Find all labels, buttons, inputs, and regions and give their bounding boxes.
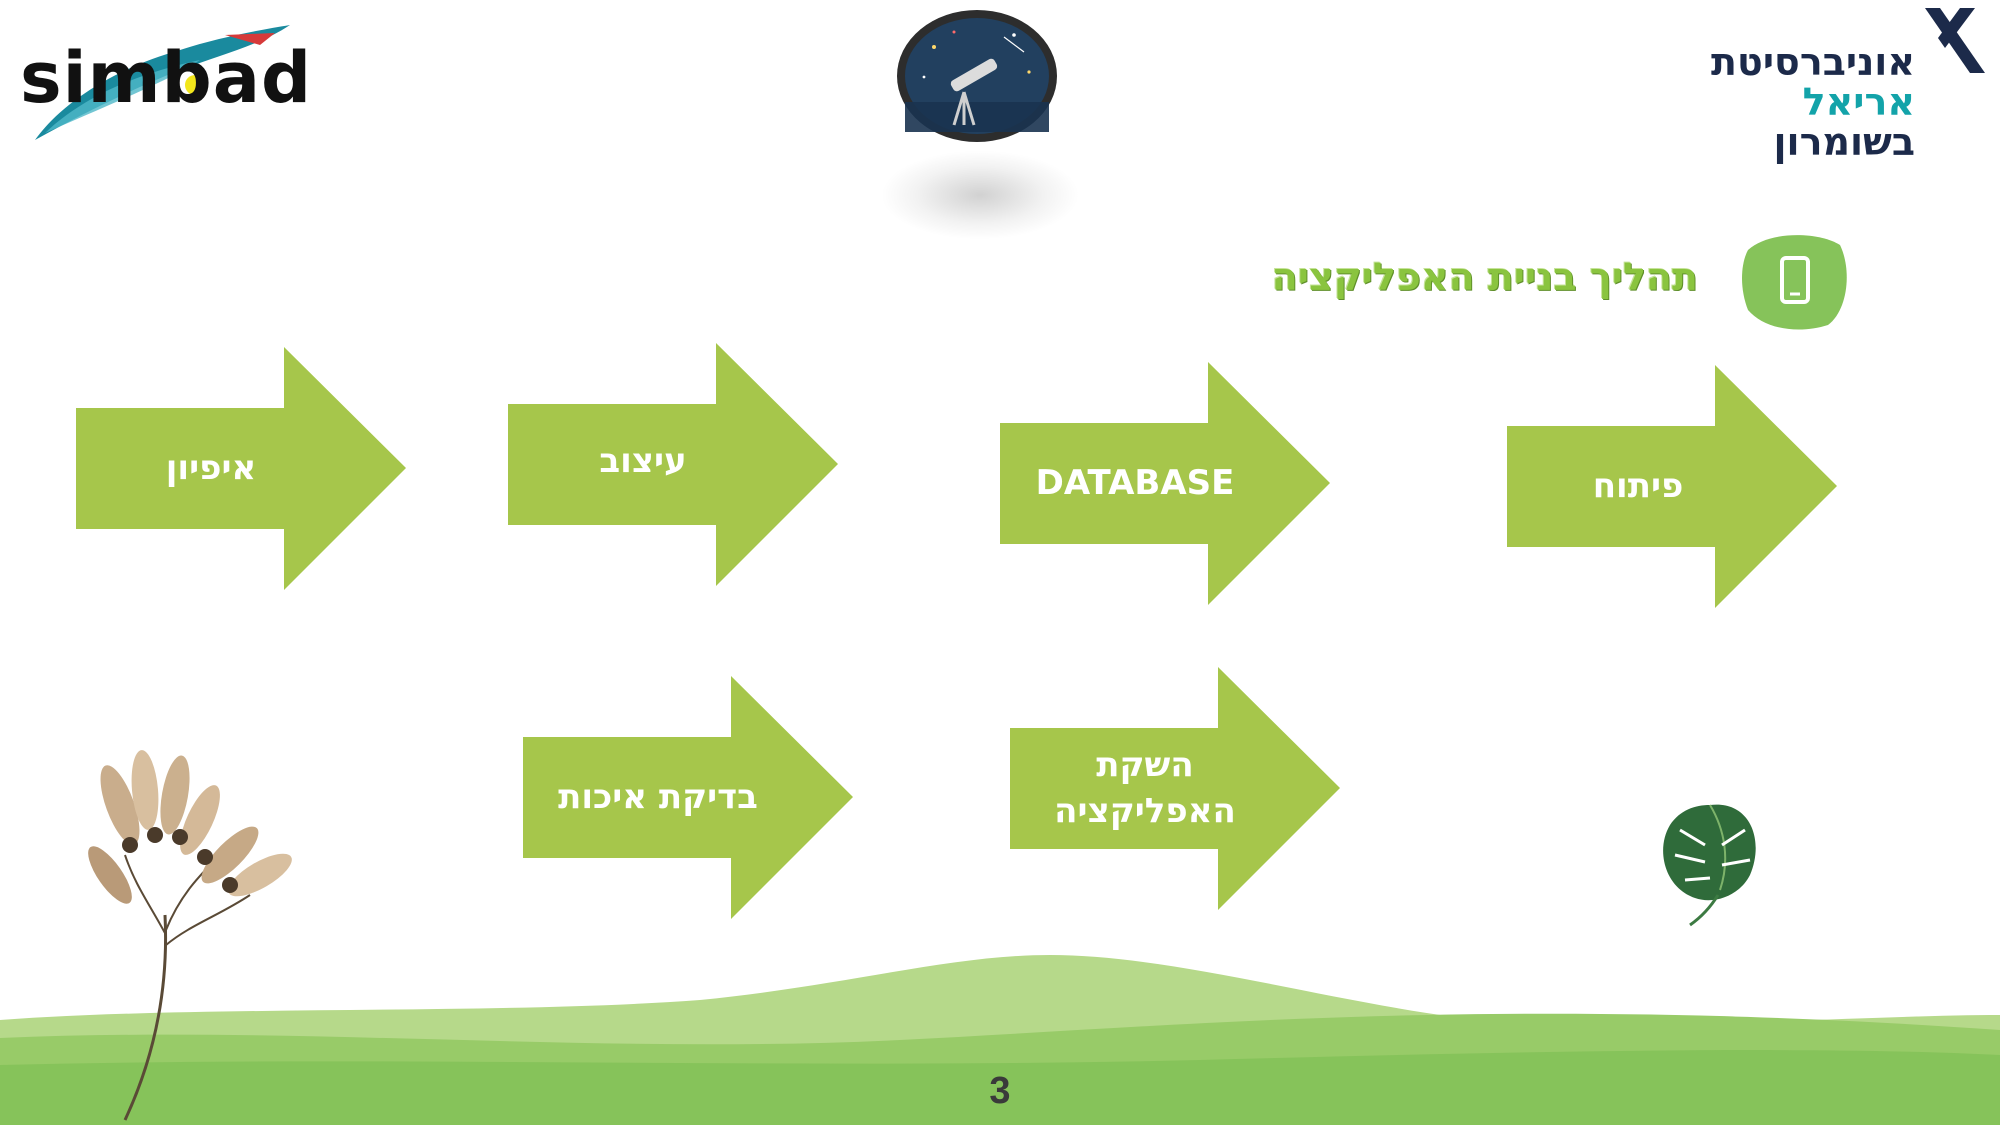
badge-shadow	[880, 150, 1080, 240]
step-label-database: DATABASE	[1035, 462, 1235, 503]
dried-seed-branch-icon	[80, 745, 300, 1125]
university-name-line-2: אריאל	[1802, 80, 1915, 124]
page-number: 3	[989, 1070, 1011, 1112]
step-arrow-database: DATABASE	[1000, 362, 1330, 605]
step-arrow-design: עיצוב	[508, 343, 838, 586]
ariel-university-logo: אוניברסיטת אריאל בשומרון	[1700, 5, 1990, 165]
step-label-development: פיתוח	[1592, 465, 1684, 506]
step-arrow-development: פיתוח	[1507, 365, 1837, 608]
university-name-line-1: אוניברסיטת	[1711, 40, 1915, 84]
mobile-phone-icon	[1740, 230, 1850, 332]
step-label-quality-check: בדיקת איכות	[558, 776, 758, 817]
simbad-swoosh-icon	[35, 25, 290, 140]
step-arrow-quality-check: בדיקת איכות	[523, 676, 853, 919]
university-name-line-3: בשומרון	[1773, 120, 1916, 164]
green-hills-background	[0, 955, 2000, 1125]
step-label-specification: איפיון	[165, 447, 257, 488]
step-arrow-specification: איפיון	[76, 347, 406, 590]
step-label-design: עיצוב	[599, 440, 687, 481]
section-title: תהליך בניית האפליקציה	[1271, 255, 1698, 299]
step-arrow-launch: השקת האפליקציה	[1010, 667, 1340, 910]
simbad-logo: simbad	[20, 15, 311, 145]
telescope-night-sky-icon	[894, 7, 1060, 145]
ariel-university-emblem	[1925, 8, 1985, 73]
monstera-leaf-icon	[1650, 790, 1770, 930]
step-label-launch: השקת האפליקציה	[1054, 744, 1236, 831]
simbad-wordmark: simbad	[20, 37, 313, 119]
